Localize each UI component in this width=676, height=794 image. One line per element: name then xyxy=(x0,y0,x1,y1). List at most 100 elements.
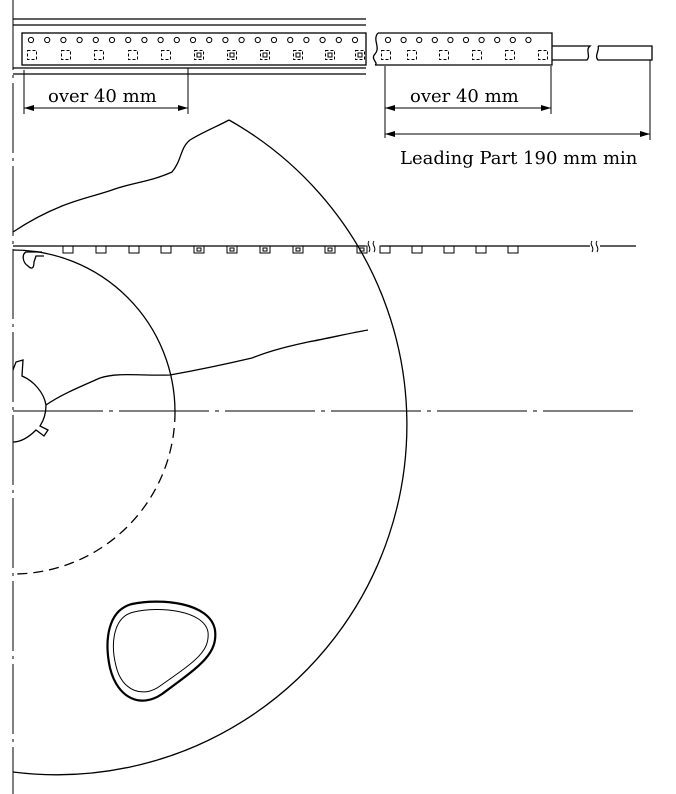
sprocket-hole xyxy=(494,36,501,44)
reel-pocket xyxy=(259,245,271,254)
sprocket-hole xyxy=(525,36,532,44)
leader-tape-end xyxy=(595,45,653,61)
reel-pocket xyxy=(379,245,391,254)
dimension-label-right: over 40 mm xyxy=(410,86,519,107)
component-pockets-right xyxy=(381,50,548,60)
arrow-head xyxy=(385,131,395,137)
sprocket-hole xyxy=(335,36,342,44)
reel-pocket xyxy=(507,245,519,254)
component-pocket xyxy=(128,50,138,60)
reel-pocket xyxy=(443,245,455,254)
component xyxy=(262,247,268,252)
reel-pocket xyxy=(475,245,487,254)
break-mark xyxy=(595,240,599,253)
dimension-left xyxy=(23,68,189,114)
sprocket-hole xyxy=(125,36,132,44)
sprocket-hole xyxy=(238,36,245,44)
tape-end-hook xyxy=(22,251,44,269)
sprocket-hole xyxy=(60,36,67,44)
sprocket-hole xyxy=(173,36,180,44)
leading-part-label: Leading Part 190 mm min xyxy=(400,148,638,169)
flange-window-inner xyxy=(113,609,209,693)
component-pocket xyxy=(293,50,303,60)
hub-circle-solid xyxy=(12,249,176,413)
component xyxy=(262,52,268,58)
component-pocket xyxy=(505,50,515,60)
component-pocket xyxy=(161,50,171,60)
tape-body-left xyxy=(21,32,367,66)
reel-tape-pockets xyxy=(62,245,519,254)
component-pocket xyxy=(94,50,104,60)
torn-edge-lower xyxy=(45,329,369,406)
component-pocket xyxy=(407,50,417,60)
torn-edge-upper xyxy=(12,119,230,233)
flange-window-outer xyxy=(106,600,217,702)
sprocket-hole xyxy=(76,36,83,44)
sprocket-hole xyxy=(384,36,392,44)
sprocket-hole xyxy=(319,36,326,44)
sprocket-hole xyxy=(108,36,116,44)
component-pocket xyxy=(260,50,270,60)
component-pocket xyxy=(194,50,204,60)
sprocket-hole xyxy=(416,36,423,44)
hub-circle-hidden xyxy=(12,411,176,575)
reel-pocket xyxy=(160,245,172,254)
sprocket-holes-right xyxy=(384,36,532,44)
reel-pocket xyxy=(128,245,140,254)
component-pocket xyxy=(439,50,449,60)
sprocket-hole xyxy=(287,36,294,44)
sprocket-hole xyxy=(222,36,229,44)
reel-pocket xyxy=(193,245,205,254)
component xyxy=(196,247,202,252)
arrow-head xyxy=(541,105,551,111)
carrier-tape-left xyxy=(13,18,367,75)
sprocket-hole xyxy=(27,36,35,44)
sprocket-hole xyxy=(157,36,164,44)
reel-pocket xyxy=(324,245,336,254)
tape-on-reel xyxy=(13,240,636,269)
sprocket-hole xyxy=(270,36,278,44)
dimension-right xyxy=(384,66,552,138)
sprocket-hole xyxy=(351,36,359,44)
arrow-head xyxy=(385,105,395,111)
carrier-tape-right xyxy=(372,32,653,66)
spindle-hole xyxy=(12,359,49,443)
reel-pocket xyxy=(62,245,74,254)
leader-tape-segment xyxy=(552,45,592,61)
tape-break-curve xyxy=(372,32,379,66)
component xyxy=(327,52,333,58)
sprocket-hole xyxy=(44,36,51,44)
sprocket-hole xyxy=(254,36,261,44)
component-pocket xyxy=(472,50,482,60)
component xyxy=(229,247,235,252)
component xyxy=(359,247,365,252)
component-pocket xyxy=(27,50,37,60)
sprocket-hole xyxy=(400,36,407,44)
tape-body-right xyxy=(375,32,553,66)
component xyxy=(295,247,301,252)
component xyxy=(229,52,235,58)
sprocket-hole xyxy=(509,36,516,44)
reel-pocket xyxy=(411,245,423,254)
component xyxy=(357,52,363,58)
dimension-leading-part xyxy=(385,60,651,140)
reel-pocket xyxy=(226,245,238,254)
reel xyxy=(12,0,638,794)
component-pockets-left xyxy=(27,50,365,60)
sprocket-hole xyxy=(462,36,470,44)
reel-pocket xyxy=(356,245,368,254)
sprocket-hole xyxy=(431,36,438,44)
sprocket-hole xyxy=(206,36,213,44)
component xyxy=(327,247,333,252)
component-pocket xyxy=(381,50,391,60)
dimension-label-left: over 40 mm xyxy=(48,86,157,107)
component-pocket xyxy=(227,50,237,60)
sprocket-hole xyxy=(478,36,485,44)
sprocket-hole xyxy=(92,36,99,44)
break-mark xyxy=(590,240,594,253)
reel-pocket xyxy=(292,245,304,254)
component xyxy=(196,52,202,58)
sprocket-hole xyxy=(447,36,454,44)
arrow-head xyxy=(640,131,650,137)
